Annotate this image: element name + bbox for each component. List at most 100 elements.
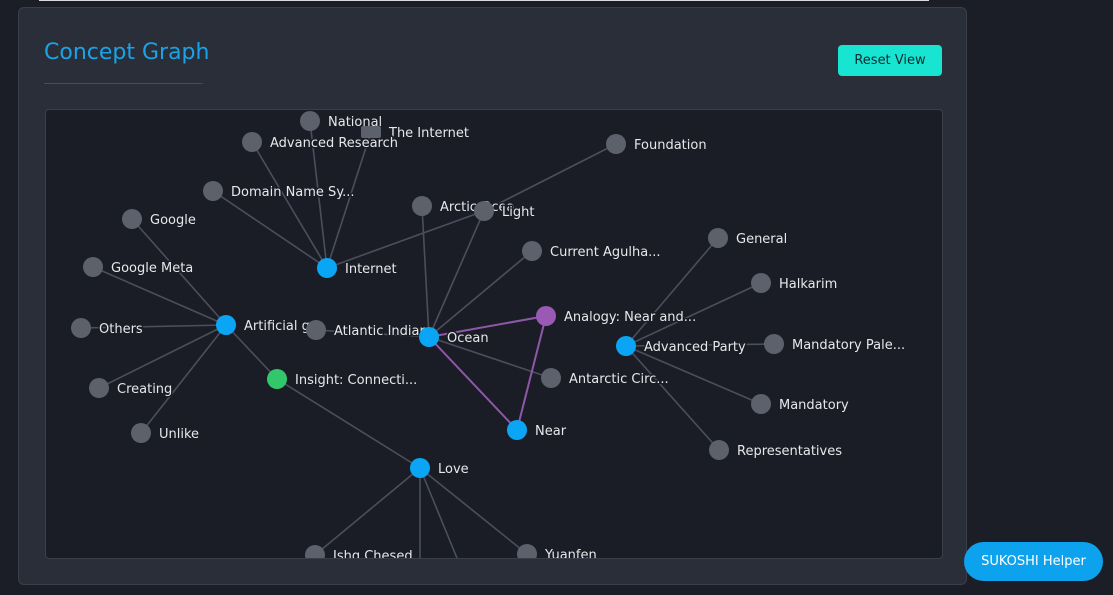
analogy-edge-near-ocean [428, 336, 518, 431]
edge-love-ishq [314, 467, 421, 556]
edge-internet-domain-name [212, 190, 328, 269]
node-dot-yuanfen[interactable] [517, 544, 537, 559]
node-dot-google[interactable] [122, 209, 142, 229]
edge-advanced-party-mandatory [625, 345, 762, 405]
graph-node-mandatory-pale[interactable]: Mandatory Pale... [764, 334, 907, 355]
graph-node-analogy[interactable]: Analogy: Near and... [536, 306, 698, 327]
graph-node-google[interactable]: Google [122, 209, 197, 230]
graph-node-current-agulhas[interactable]: Current Agulha... [522, 241, 662, 262]
graph-node-mandatory[interactable]: Mandatory [751, 394, 851, 415]
node-label-mandatory-pale: Mandatory Pale... [792, 338, 905, 353]
graph-node-love[interactable]: Love [410, 458, 470, 479]
node-dot-light[interactable] [474, 201, 494, 221]
node-label-unlike: Unlike [159, 427, 199, 442]
node-dot-analogy[interactable] [536, 306, 556, 326]
edge-advanced-party-halkarim [625, 282, 762, 347]
edge-internet-national [309, 120, 328, 269]
sukoshi-helper-button[interactable]: SUKOSHI Helper [964, 542, 1103, 581]
graph-node-light[interactable]: Light [474, 201, 536, 222]
graph-node-insight[interactable]: Insight: Connecti... [267, 369, 419, 390]
graph-node-foundation[interactable]: Foundation [606, 134, 708, 155]
graph-node-antarctic[interactable]: Antarctic Circ... [541, 368, 670, 389]
edge-love-yuanfen [419, 467, 528, 555]
reset-view-button[interactable]: Reset View [838, 45, 942, 76]
graph-node-google-meta[interactable]: Google Meta [83, 257, 195, 278]
node-dot-atlantic-indian[interactable] [306, 320, 326, 340]
node-dot-insight[interactable] [267, 369, 287, 389]
node-label-ocean: Ocean [447, 331, 489, 346]
node-dot-national[interactable] [300, 111, 320, 131]
node-dot-general[interactable] [708, 228, 728, 248]
node-dot-internet[interactable] [317, 258, 337, 278]
node-label-google: Google [150, 213, 196, 228]
edge-internet-the-internet [326, 131, 372, 269]
edge-ocean-antarctic [428, 336, 552, 379]
graph-node-advanced-research[interactable]: Advanced Research [242, 132, 399, 153]
node-label-analogy: Analogy: Near and... [564, 310, 696, 325]
graph-node-others[interactable]: Others [71, 318, 144, 339]
graph-node-yuanfen[interactable]: Yuanfen [517, 544, 598, 559]
graph-node-creating[interactable]: Creating [89, 378, 174, 399]
top-scroll-bar [39, 0, 929, 1]
node-dot-representatives[interactable] [709, 440, 729, 460]
node-dot-ocean[interactable] [419, 327, 439, 347]
graph-node-representatives[interactable]: Representatives [709, 440, 844, 461]
edge-advanced-party-representatives [625, 345, 720, 451]
node-dot-the-internet[interactable] [361, 126, 381, 138]
graph-node-artificial[interactable]: Artificial g... [216, 315, 324, 336]
edge-internet-light [326, 210, 485, 269]
node-dot-creating[interactable] [89, 378, 109, 398]
graph-node-halkarim[interactable]: Halkarim [751, 273, 839, 294]
edge-artificial-unlike [140, 324, 227, 434]
node-label-domain-name: Domain Name Sy... [231, 185, 355, 200]
node-dot-antarctic[interactable] [541, 368, 561, 388]
edge-artificial-insight [225, 324, 278, 380]
node-dot-advanced-research[interactable] [242, 132, 262, 152]
node-dot-ishq[interactable] [305, 545, 325, 559]
graph-node-near[interactable]: Near [507, 420, 568, 441]
node-dot-domain-name[interactable] [203, 181, 223, 201]
graph-node-advanced-party[interactable]: Advanced Party [616, 336, 748, 357]
graph-node-internet[interactable]: Internet [317, 258, 398, 279]
node-label-light: Light [502, 205, 534, 220]
node-dot-advanced-party[interactable] [616, 336, 636, 356]
node-label-internet: Internet [345, 262, 397, 277]
node-dot-mandatory[interactable] [751, 394, 771, 414]
node-dot-google-meta[interactable] [83, 257, 103, 277]
edge-advanced-party-mandatory-pale [625, 343, 775, 347]
node-label-current-agulhas: Current Agulha... [550, 245, 661, 260]
node-dot-arctic[interactable] [412, 196, 432, 216]
graph-node-domain-name[interactable]: Domain Name Sy... [203, 181, 356, 202]
edge-internet-advanced-research [251, 141, 328, 269]
node-label-mandatory: Mandatory [779, 398, 849, 413]
graph-node-general[interactable]: General [708, 228, 789, 249]
node-label-atlantic-indian: Atlantic Indian [334, 324, 428, 339]
node-dot-love[interactable] [410, 458, 430, 478]
graph-node-ishq[interactable]: Ishq Chesed [305, 545, 414, 559]
node-label-antarctic: Antarctic Circ... [569, 372, 669, 387]
graph-node-atlantic-indian[interactable]: Atlantic Indian [306, 320, 429, 341]
node-label-general: General [736, 232, 787, 247]
node-label-yuanfen: Yuanfen [544, 548, 597, 559]
node-label-insight: Insight: Connecti... [295, 373, 417, 388]
node-dot-halkarim[interactable] [751, 273, 771, 293]
graph-node-unlike[interactable]: Unlike [131, 423, 201, 444]
graph-node-arctic[interactable]: Arctic Ocea [412, 196, 516, 217]
graph-node-the-internet[interactable]: The Internet [361, 125, 470, 143]
edge-artificial-creating [98, 324, 227, 389]
node-dot-artificial[interactable] [216, 315, 236, 335]
node-label-representatives: Representatives [737, 444, 842, 459]
node-label-halkarim: Halkarim [779, 277, 837, 292]
graph-node-ocean[interactable]: Ocean [419, 327, 490, 348]
node-label-others: Others [99, 322, 143, 337]
node-dot-current-agulhas[interactable] [522, 241, 542, 261]
node-dot-unlike[interactable] [131, 423, 151, 443]
node-dot-near[interactable] [507, 420, 527, 440]
node-dot-foundation[interactable] [606, 134, 626, 154]
node-dot-others[interactable] [71, 318, 91, 338]
node-label-ishq: Ishq Chesed [333, 549, 413, 559]
node-dot-mandatory-pale[interactable] [764, 334, 784, 354]
